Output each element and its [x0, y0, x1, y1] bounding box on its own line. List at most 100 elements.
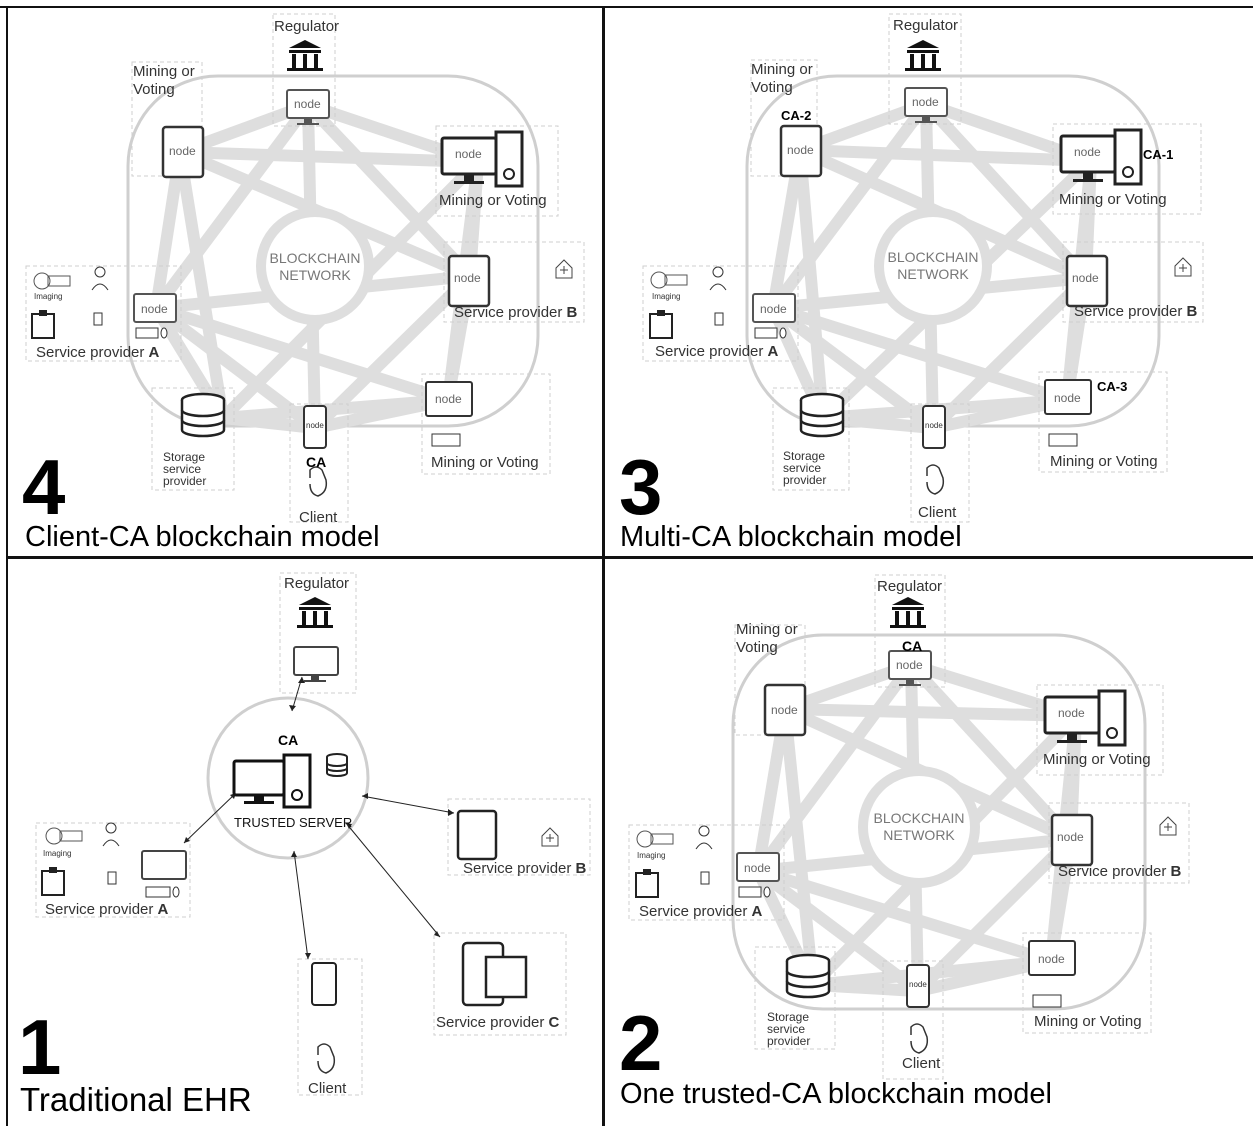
- sp-a-prefix: Service provider: [45, 901, 158, 918]
- network-center-label: BLOCKCHAIN NETWORK: [887, 249, 979, 282]
- service-provider-b-label: Service provider B: [1074, 304, 1197, 319]
- desktop-node-icon-a: [133, 293, 177, 339]
- tablet-node-icon: [779, 124, 823, 178]
- frame-horizontal-divider: [6, 556, 1253, 559]
- panel-number: 3: [619, 443, 663, 531]
- mining-label-br: Mining or Voting: [1034, 1013, 1142, 1030]
- desktop-node-icon-a: [752, 293, 796, 339]
- node-label: node: [1074, 145, 1101, 159]
- tablet-node-icon: [763, 683, 807, 737]
- ca1-label: CA-1: [1143, 147, 1174, 162]
- imac-node-icon: [425, 381, 473, 447]
- sp-b-letter: B: [566, 304, 578, 321]
- regulator-label: Regulator: [877, 578, 943, 595]
- hospital-house-icon-b: [555, 259, 573, 279]
- storage-label: Storage service provider: [783, 449, 827, 487]
- panel-client-ca: Regulator Mining or Voting node node nod…: [8, 8, 602, 556]
- tablet-node-icon: [161, 125, 205, 179]
- sp-a-letter: A: [148, 344, 160, 361]
- server-computer-icon: [232, 753, 312, 809]
- desktop-icon-a: [141, 850, 187, 898]
- node-label: node: [141, 302, 168, 316]
- sp-a-letter: A: [751, 903, 763, 920]
- imac-node-icon: [1028, 940, 1076, 1008]
- node-group-boxes: [642, 13, 1204, 523]
- client-label: Client: [299, 509, 338, 526]
- sp-b-prefix: Service provider: [1074, 303, 1187, 320]
- panel-traditional-ehr: Regulator CA TRUSTED SERVER Imaging Serv…: [8, 561, 602, 1126]
- sp-b-prefix: Service provider: [463, 860, 576, 877]
- node-label: node: [169, 144, 196, 158]
- mining-label-tl: Mining or Voting: [736, 621, 798, 656]
- tablet-node-icon-b: [1065, 254, 1109, 308]
- network-diagram: [642, 13, 1204, 523]
- panel-number: 1: [18, 1003, 62, 1091]
- sp-a-prefix: Service provider: [655, 343, 768, 360]
- ca2-label: CA-2: [781, 108, 812, 123]
- client-label: Client: [308, 1080, 347, 1097]
- monitor-node-icon: [904, 87, 948, 123]
- ca-label: CA: [902, 638, 923, 654]
- mining-label-tr: Mining or Voting: [1059, 191, 1167, 208]
- medicine-icon: [714, 312, 724, 326]
- doctor-icon: [695, 825, 713, 850]
- desktop-node-icon-a: [736, 852, 780, 898]
- network-diagram: [628, 574, 1190, 1080]
- client-icon: [926, 464, 945, 495]
- medicine-icon: [93, 312, 103, 326]
- node-group-boxes: [25, 13, 585, 523]
- client-icon: [317, 1043, 336, 1074]
- imaging-label: Imaging: [34, 292, 63, 301]
- node-label: node: [1058, 706, 1085, 720]
- monitor-node-icon: [286, 89, 330, 125]
- hospital-icon: [635, 869, 659, 898]
- hospital-icon: [41, 867, 65, 896]
- node-label: node: [294, 97, 321, 111]
- node-label: node: [1038, 952, 1065, 966]
- phone-icon: [311, 962, 337, 1006]
- sp-c-letter: C: [548, 1014, 560, 1031]
- sp-a-letter: A: [767, 343, 779, 360]
- node-label: node: [306, 421, 324, 430]
- doctor-icon: [91, 266, 109, 291]
- mining-label-tr: Mining or Voting: [439, 192, 547, 209]
- regulator-icon: [890, 597, 926, 628]
- database-icon: [799, 392, 845, 438]
- node-label: node: [760, 302, 787, 316]
- medicine-icon: [700, 871, 710, 885]
- regulator-monitor-icon: [293, 646, 339, 682]
- trusted-server-label: TRUSTED SERVER: [234, 815, 353, 830]
- doctor-icon: [709, 266, 727, 291]
- frame-top: [0, 6, 1253, 8]
- sp-b-prefix: Service provider: [454, 304, 567, 321]
- tablet-node-icon-b: [447, 254, 491, 308]
- sp-b-letter: B: [575, 860, 587, 877]
- imaging-icon: [33, 272, 71, 290]
- imaging-label: Imaging: [43, 849, 72, 858]
- ca3-label: CA-3: [1097, 379, 1128, 394]
- sp-b-prefix: Service provider: [1058, 863, 1171, 880]
- storage-label: Storage service provider: [163, 450, 207, 488]
- sp-a-letter: A: [157, 901, 169, 918]
- workstation-node-icon: [1059, 128, 1143, 186]
- imaging-icon: [650, 271, 688, 289]
- service-provider-a-label: Service provider A: [639, 904, 762, 919]
- mining-label-br: Mining or Voting: [431, 454, 539, 471]
- tablet-icon-b: [456, 809, 498, 861]
- workstation-node-icon: [1043, 689, 1127, 747]
- tablet-node-icon-b: [1050, 813, 1094, 867]
- mining-label-tr: Mining or Voting: [1043, 751, 1151, 768]
- node-label: node: [744, 861, 771, 875]
- regulator-icon: [297, 597, 333, 628]
- node-label: node: [454, 271, 481, 285]
- hospital-icon: [31, 310, 55, 339]
- client-icon: [910, 1023, 929, 1054]
- telemedicine-icon-c: [461, 941, 528, 1007]
- network-hub: [256, 207, 374, 325]
- sp-a-prefix: Service provider: [36, 344, 149, 361]
- service-provider-b-label: Service provider B: [1058, 864, 1181, 879]
- panel-title: Client-CA blockchain model: [25, 521, 380, 553]
- node-group-boxes: [628, 574, 1190, 1080]
- service-provider-a-label: Service provider A: [45, 902, 168, 917]
- node-label: node: [909, 980, 927, 989]
